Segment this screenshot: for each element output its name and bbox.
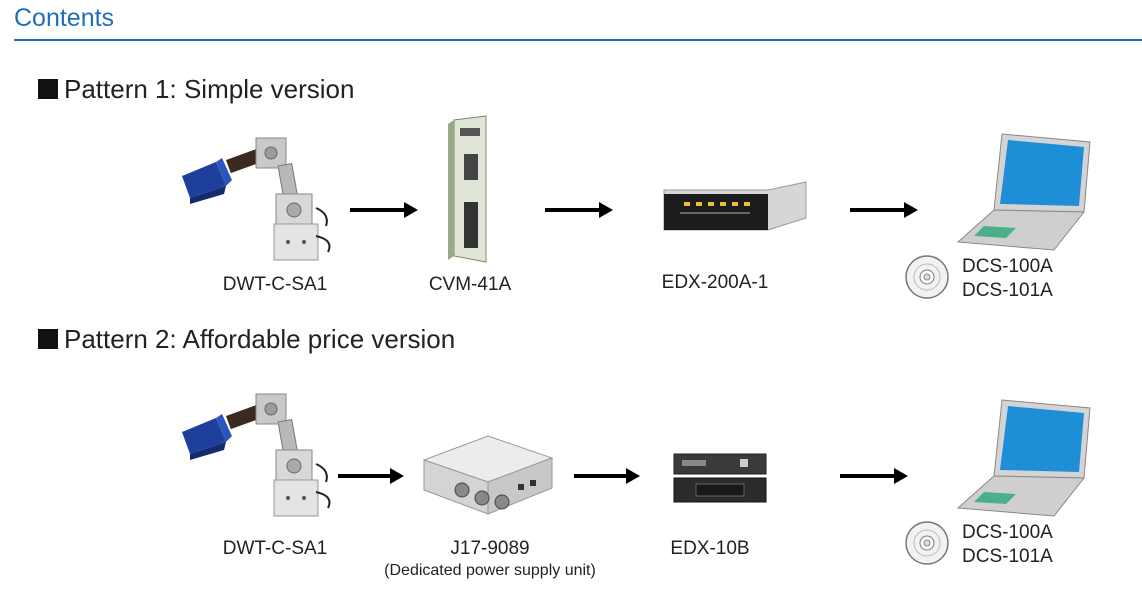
laptop-icon xyxy=(954,130,1094,260)
arrow-icon xyxy=(338,468,404,484)
pattern2-sensor-label: DWT-C-SA1 xyxy=(222,538,328,559)
arrow-icon xyxy=(545,202,613,218)
pattern1-recorder-label: EDX-200A-1 xyxy=(661,272,769,293)
pattern1-software-label-2: DCS-101A xyxy=(962,280,1053,301)
laptop-icon xyxy=(954,396,1094,526)
arrow-icon xyxy=(350,202,418,218)
arrow-icon xyxy=(574,468,640,484)
square-bullet-icon xyxy=(38,329,58,349)
arrow-icon xyxy=(840,468,908,484)
pattern2-power-label: J17-9089 xyxy=(450,538,530,559)
pattern2-software-label-2: DCS-101A xyxy=(962,546,1053,567)
page-title: Contents xyxy=(14,4,115,32)
arrow-icon xyxy=(850,202,918,218)
conditioner-module-icon xyxy=(440,114,500,269)
pattern1-module-label: CVM-41A xyxy=(428,274,512,295)
pattern1-sensor-label: DWT-C-SA1 xyxy=(222,274,328,295)
cd-disc-icon xyxy=(904,254,950,305)
power-supply-icon xyxy=(418,432,558,527)
pattern2-heading: Pattern 2: Affordable price version xyxy=(38,324,455,355)
displacement-sensor-icon xyxy=(178,392,338,527)
cd-disc-icon xyxy=(904,520,950,571)
pattern2-heading-text: Pattern 2: Affordable price version xyxy=(64,324,456,354)
pattern1-heading: Pattern 1: Simple version xyxy=(38,74,354,105)
pattern1-heading-text: Pattern 1: Simple version xyxy=(64,74,355,104)
displacement-sensor-icon xyxy=(178,136,338,271)
compact-recorder-icon xyxy=(670,450,770,511)
data-recorder-icon xyxy=(660,180,810,245)
pattern1-software-label-1: DCS-100A xyxy=(962,256,1053,277)
title-divider xyxy=(14,39,1142,41)
pattern2-software-label-1: DCS-100A xyxy=(962,522,1053,543)
pattern2-recorder-label: EDX-10B xyxy=(670,538,750,559)
square-bullet-icon xyxy=(38,79,58,99)
pattern2-power-sublabel: (Dedicated power supply unit) xyxy=(384,562,596,579)
